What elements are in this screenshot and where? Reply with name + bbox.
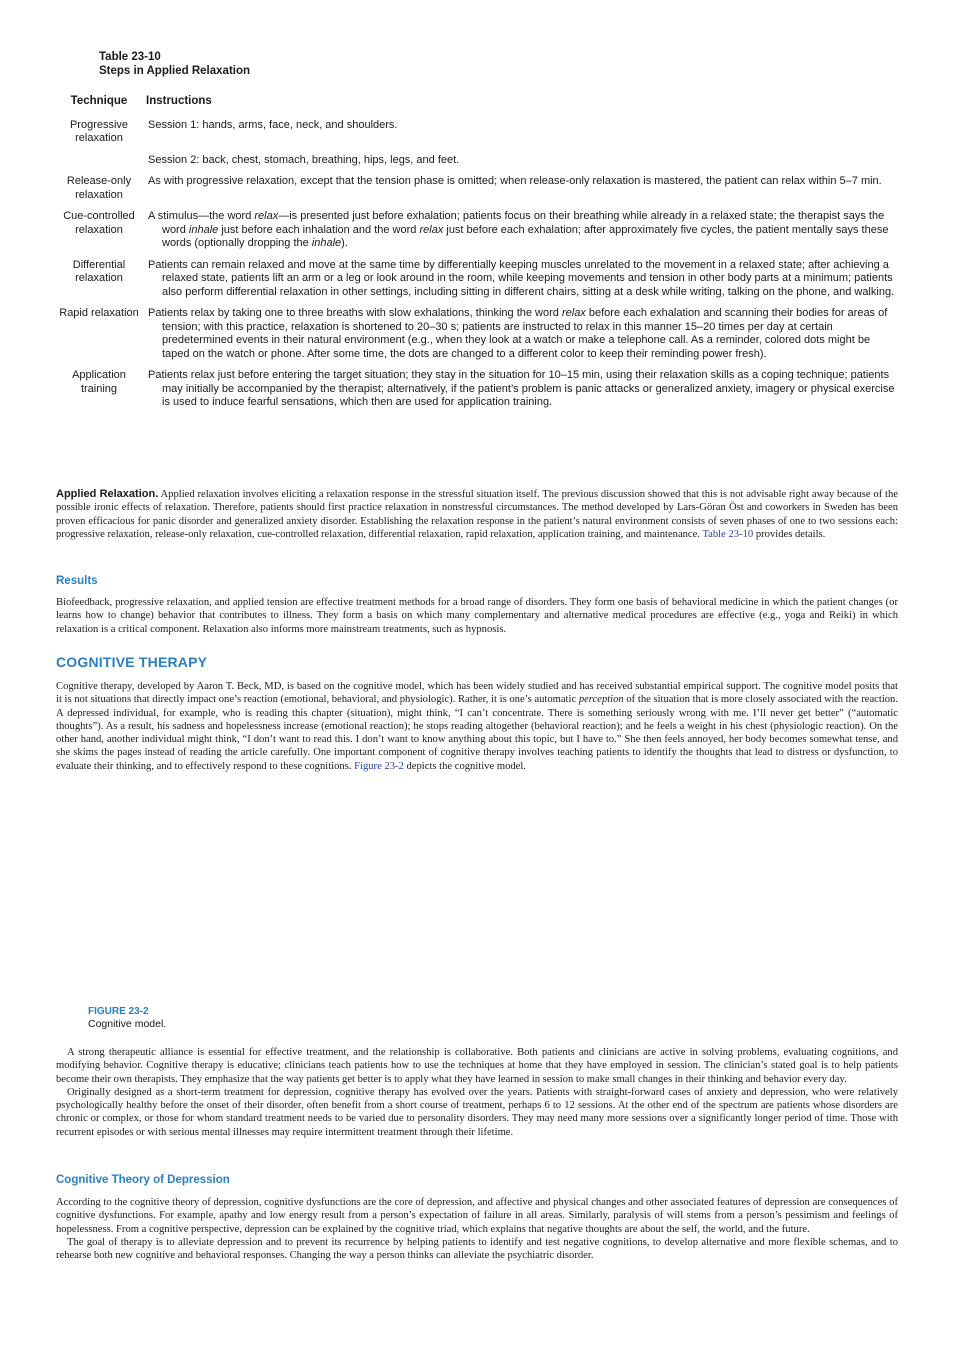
instructions-text: Session 2: back, chest, stomach, breathi… — [148, 153, 460, 166]
technique-cell: Differential relaxation — [72, 258, 126, 285]
technique-cell: Release-only relaxation — [66, 175, 132, 201]
instructions-text: A stimulus—the word relax—is presented j… — [148, 210, 889, 249]
table-number: Table 23-10 — [99, 51, 161, 63]
instructions-cell: Patients can remain relaxed and move at … — [146, 259, 898, 308]
instructions-text: Patients relax by taking one to three br… — [148, 307, 888, 360]
cognitive-theory-text: According to the cognitive theory of dep… — [56, 1197, 898, 1235]
figure-caption: Cognitive model. — [88, 1018, 167, 1030]
technique-cell: Rapid relaxation — [59, 307, 139, 319]
empty-technique-cell — [56, 154, 146, 176]
instructions-text: Session 1: hands, arms, face, neck, and … — [148, 118, 398, 131]
cognitive-therapy-text-c: depicts the cognitive model. — [403, 760, 526, 772]
cognitive-theory-paragraphs: According to the cognitive theory of dep… — [56, 1196, 898, 1262]
italic-term: relax — [561, 307, 586, 319]
technique-header: Technique — [70, 95, 128, 107]
cognitive-therapy-text-b: of the situation that is more closely as… — [56, 694, 899, 772]
instructions-header: Instructions — [146, 95, 212, 107]
results-heading: Results — [56, 575, 98, 587]
table-header-row: Technique Instructions — [56, 95, 898, 119]
table-row: Cue-controlled relaxation A stimulus—the … — [56, 210, 898, 259]
table-row: Rapid relaxation Patients relax by taking… — [56, 307, 898, 369]
instructions-cell: As with progressive relaxation, except t… — [146, 175, 898, 210]
technique-cell: Progressive relaxation — [69, 118, 129, 145]
table-23-10-link[interactable]: Table 23-10 — [702, 528, 754, 540]
results-text: Biofeedback, progressive relaxation, and… — [56, 597, 898, 635]
cognitive-therapy-heading: COGNITIVE THERAPY — [56, 654, 208, 670]
therapeutic-alliance-text: A strong therapeutic alliance is essenti… — [56, 1047, 898, 1085]
table-body: Progressive relaxation Session 1: hands, … — [56, 119, 898, 418]
applied-relaxation-table: Technique Instructions Progressive relax… — [56, 95, 898, 418]
applied-relaxation-text: Applied relaxation involves eliciting a … — [56, 489, 899, 540]
cognitive-therapy-paragraph: Cognitive therapy, developed by Aaron T.… — [56, 680, 898, 773]
results-paragraph: Biofeedback, progressive relaxation, and… — [56, 596, 898, 636]
instructions-text: As with progressive relaxation, except t… — [148, 175, 882, 187]
figure-label: FIGURE 23-2 — [88, 1006, 149, 1017]
instructions-cell: Session 1: hands, arms, face, neck, and … — [146, 119, 898, 154]
applied-relaxation-heading: Applied Relaxation. — [56, 488, 159, 500]
italic-term: inhale — [311, 237, 342, 249]
italic-term: relax — [419, 223, 444, 236]
cognitive-therapy-text-a: Cognitive therapy, developed by Aaron T.… — [56, 681, 898, 706]
table-row: Release-only relaxation As with progressi… — [56, 175, 898, 210]
instructions-cell: Patients relax by taking one to three br… — [146, 307, 898, 369]
applied-relaxation-text-end: provides details. — [753, 528, 826, 540]
short-term-treatment-text: Originally designed as a short-term trea… — [56, 1086, 898, 1138]
table-row: Application training Patients relax just … — [56, 369, 898, 418]
instructions-cell: A stimulus—the word relax—is presented j… — [146, 210, 898, 259]
table-title: Steps in Applied Relaxation — [99, 65, 251, 77]
technique-cell: Cue-controlled relaxation — [63, 210, 135, 236]
technique-cell: Application training — [72, 369, 126, 395]
cognitive-theory-heading: Cognitive Theory of Depression — [56, 1174, 230, 1186]
italic-term: inhale — [188, 223, 219, 236]
instructions-text: Patients relax just before entering the … — [148, 369, 895, 408]
perception-emphasis: perception — [578, 694, 624, 706]
therapy-goal-text: The goal of therapy is to alleviate depr… — [56, 1236, 898, 1262]
table-caption: Table 23-10 Steps in Applied Relaxation — [99, 50, 250, 78]
after-figure-paragraphs: A strong therapeutic alliance is essenti… — [56, 1046, 898, 1139]
applied-relaxation-paragraph: Applied Relaxation. Applied relaxation i… — [56, 488, 898, 541]
figure-23-2-link[interactable]: Figure 23-2 — [354, 760, 404, 772]
table-row: Progressive relaxation Session 1: hands, … — [56, 119, 898, 154]
table-row: Differential relaxation Patients can rema… — [56, 259, 898, 308]
instructions-cell: Session 2: back, chest, stomach, breathi… — [146, 154, 898, 176]
table-row-continuation: Session 2: back, chest, stomach, breathi… — [56, 154, 898, 176]
instructions-cell: Patients relax just before entering the … — [146, 369, 898, 418]
instructions-text: Patients can remain relaxed and move at … — [148, 258, 895, 298]
figure-placeholder — [88, 805, 878, 1000]
italic-term: relax — [254, 210, 279, 222]
